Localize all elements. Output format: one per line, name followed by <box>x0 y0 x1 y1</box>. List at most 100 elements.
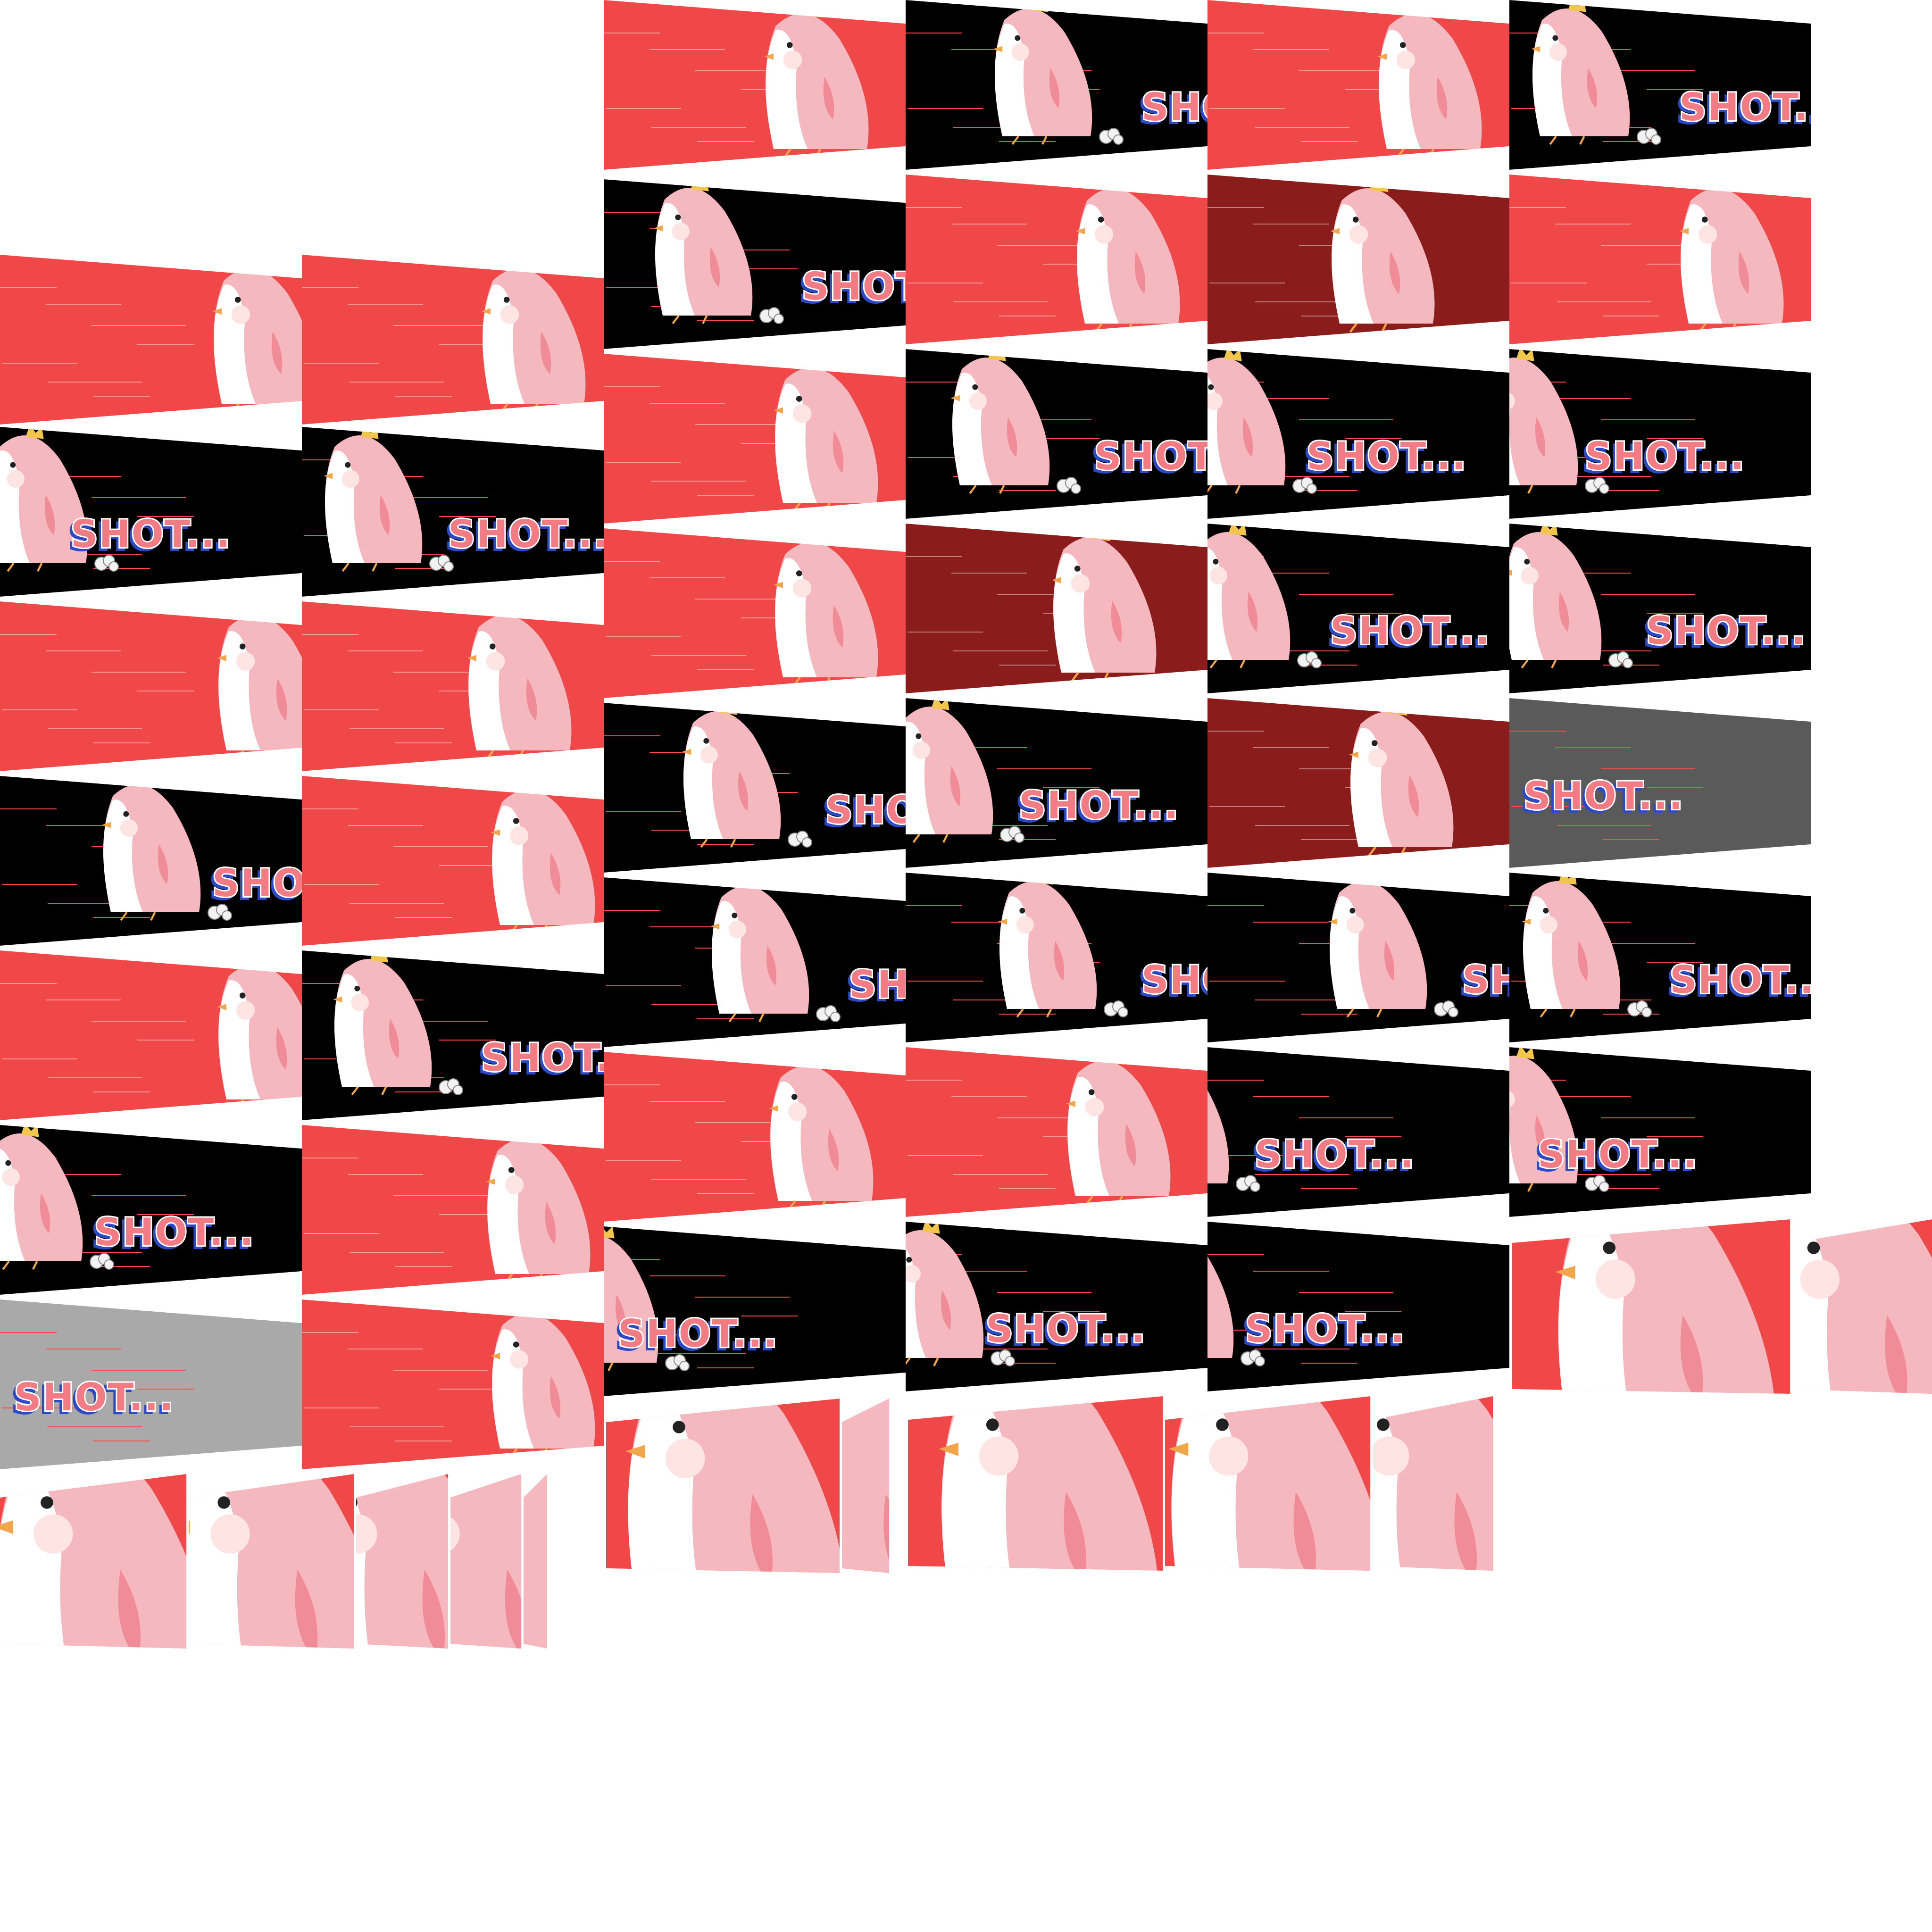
frame-canvas: SHOT...SHOT... <box>1509 349 1811 519</box>
frame-canvas: SHOT...SHOT... <box>906 698 1208 868</box>
dust-puff-icon <box>1104 1000 1128 1017</box>
frame-canvas <box>524 1474 547 1649</box>
sprite-frame-black-chick-shot: SHOT...SHOT... <box>604 703 906 873</box>
sprite-frame-dark-red-chick <box>1208 175 1509 344</box>
chick-sprite <box>710 877 809 1023</box>
chick-sprite <box>939 1396 1159 1571</box>
sprite-frame-black-chick-shot: SHOT...SHOT... <box>0 776 302 946</box>
sprite-frame-red-chick <box>302 601 604 771</box>
shot-caption-shadow: SHOT... <box>1667 961 1811 1005</box>
dust-puff-icon <box>1292 477 1317 494</box>
dust-puff-icon <box>1099 128 1124 145</box>
shot-caption-shadow: SHOT... <box>68 515 228 559</box>
shot-caption: SHOT... <box>1330 609 1491 653</box>
shot-caption-shadow: SHOT... <box>1016 786 1176 830</box>
dust-puff-icon <box>94 555 119 572</box>
chick-sprite <box>769 1054 874 1210</box>
chick-sprite <box>1075 177 1180 333</box>
shot-caption: SHOT... <box>849 963 906 1007</box>
sprite-frame-black-chick-shot: SHOT...SHOT... <box>1208 349 1509 519</box>
sprite-frame-red-chick <box>1509 175 1811 344</box>
shot-caption: SHOT... <box>1307 434 1467 478</box>
frame-canvas <box>302 601 604 771</box>
frame-canvas <box>1512 1219 1790 1394</box>
frame-canvas: SHOT...SHOT... <box>302 950 604 1120</box>
dust-puff-icon <box>1585 477 1609 494</box>
sprite-frame-black-chick-shot: SHOT...SHOT... <box>1509 524 1811 693</box>
chick-sprite <box>0 427 88 572</box>
frame-canvas <box>908 1396 1163 1571</box>
dust-puff-icon <box>1236 1175 1260 1192</box>
shot-caption-shadow: SHOT... <box>983 1310 1143 1354</box>
chick-sprite <box>491 1302 595 1458</box>
sprite-frame-black-chick-shot: SHOT...SHOT... <box>1208 873 1509 1042</box>
chick-sprite <box>1330 177 1435 333</box>
sprite-frame-black-chick-shot: SHOT...SHOT... <box>604 877 906 1047</box>
shot-caption: SHOT... <box>1538 1133 1698 1176</box>
frame-canvas <box>604 0 906 170</box>
frame-canvas <box>0 601 302 771</box>
sprite-frame-closeup-chick <box>1165 1396 1370 1571</box>
frame-canvas <box>0 255 302 425</box>
shot-caption: SHOT... <box>14 1375 175 1419</box>
frame-canvas <box>450 1474 521 1649</box>
shot-caption-shadow: SHOT... <box>823 791 906 835</box>
frame-background <box>604 179 906 349</box>
frame-canvas <box>604 1052 906 1222</box>
dust-puff-icon <box>439 1078 463 1095</box>
frame-canvas: SHOT...SHOT... <box>906 0 1208 170</box>
chick-sprite <box>654 179 753 325</box>
dust-puff-icon <box>429 555 454 572</box>
chick-sprite <box>467 604 572 760</box>
chick-sprite <box>1555 1219 1776 1394</box>
sprite-frame-red-chick <box>906 175 1208 344</box>
shot-caption-shadow: SHOT... <box>1459 961 1509 1005</box>
dust-puff-icon <box>816 1005 841 1022</box>
shot-caption: SHOT... <box>825 788 906 832</box>
dust-puff-icon <box>90 1253 114 1270</box>
frame-canvas <box>302 776 604 946</box>
sprite-frame-gray-shot: SHOT...SHOT... <box>1509 698 1811 868</box>
frame-canvas <box>906 175 1208 344</box>
sprite-frame-black-chick-shot: SHOT...SHOT... <box>1509 0 1811 170</box>
shot-caption: SHOT... <box>1141 85 1208 129</box>
sprite-frame-red-chick <box>0 950 302 1120</box>
frame-canvas: SHOT...SHOT... <box>1208 524 1509 693</box>
frame-canvas: SHOT...SHOT... <box>0 427 302 597</box>
sprite-frame-black-chick-shot: SHOT...SHOT... <box>604 1226 906 1396</box>
dust-puff-icon <box>1057 477 1081 494</box>
frame-canvas <box>0 950 302 1120</box>
chick-sprite <box>993 0 1092 145</box>
chick-sprite <box>1168 1396 1370 1571</box>
chick-sprite <box>0 1474 186 1649</box>
shot-caption-shadow: SHOT... <box>1252 1135 1412 1179</box>
sprite-frame-red-chick <box>0 255 302 425</box>
sprite-frame-dark-red-chick <box>1208 698 1509 868</box>
sprite-frame-black-chick-shot: SHOT...SHOT... <box>906 0 1208 170</box>
frame-background <box>906 349 1208 519</box>
sprite-frame-black-chick-shot: SHOT...SHOT... <box>906 698 1208 868</box>
shot-caption: SHOT... <box>802 265 906 308</box>
sprite-frame-red-chick <box>302 1125 604 1295</box>
shot-caption: SHOT... <box>1141 958 1208 1002</box>
sprite-frame-black-chick-shot: SHOT...SHOT... <box>302 427 604 597</box>
chick-sprite <box>333 950 432 1096</box>
chick-sprite <box>842 1399 889 1573</box>
shot-caption: SHOT... <box>1585 434 1745 478</box>
sprite-frame-closeup-chick <box>606 1399 840 1573</box>
chick-sprite <box>774 531 878 687</box>
frame-canvas: SHOT...SHOT... <box>1509 0 1811 170</box>
chick-sprite <box>998 873 1097 1018</box>
sprite-frame-dark-red-chick <box>906 524 1208 693</box>
sprite-frame-red-chick <box>604 528 906 698</box>
chick-sprite <box>1509 524 1602 669</box>
frame-canvas: SHOT...SHOT... <box>604 179 906 349</box>
shot-caption-shadow: SHOT... <box>799 267 906 311</box>
frame-canvas: SHOT...SHOT... <box>906 873 1208 1042</box>
sprite-frame-gray-shot: SHOT...SHOT... <box>0 1299 302 1469</box>
chick-sprite <box>774 356 878 512</box>
sprite-frame-black-chick-shot: SHOT...SHOT... <box>1509 873 1811 1042</box>
sprite-frame-red-chick <box>302 776 604 946</box>
sprite-frame-black-chick-shot: SHOT...SHOT... <box>1208 1222 1509 1391</box>
